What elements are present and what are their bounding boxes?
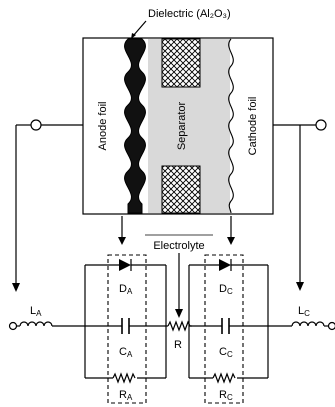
resistor-rc — [212, 372, 236, 384]
left-map-arrow-head — [12, 283, 20, 292]
la-label: LA — [30, 305, 42, 318]
diode-da — [119, 259, 131, 271]
inductor-la — [19, 321, 53, 327]
anode-map-arrow-head — [118, 237, 126, 245]
electrolyte-label: Electrolyte — [153, 240, 204, 252]
separator-label: Separator — [176, 102, 188, 151]
ca-label: CA — [119, 346, 133, 359]
dielectric-oxide-layer — [124, 38, 146, 214]
anode-terminal — [30, 119, 42, 131]
resistor-ra — [112, 372, 136, 384]
diode-dc — [219, 259, 231, 271]
dc-label: DC — [219, 283, 233, 296]
separator-hatch-top — [161, 38, 201, 88]
anode-dashed-group — [107, 254, 147, 404]
ra-label: RA — [119, 389, 133, 402]
r-label: R — [174, 339, 182, 351]
inductor-lc — [291, 321, 325, 327]
cc-label: CC — [219, 346, 233, 359]
anode-foil-label: Anode foil — [97, 102, 109, 151]
cathode-foil-surface — [228, 38, 234, 214]
lc-label: LC — [298, 305, 310, 318]
cathode-dashed-group — [204, 254, 244, 404]
dielectric-arrow-head — [131, 33, 136, 39]
separator-hatch-bottom — [161, 165, 201, 214]
cathode-map-arrow-head — [227, 237, 235, 245]
circuit-left-terminal — [8, 321, 18, 331]
da-label: DA — [119, 283, 133, 296]
resistor-r — [167, 320, 191, 332]
rc-label: RC — [219, 389, 233, 402]
circuit-right-terminal — [327, 321, 335, 331]
right-map-arrow-head — [296, 282, 304, 291]
cathode-foil-label: Cathode foil — [247, 97, 259, 156]
dielectric-arrow-line — [132, 20, 147, 37]
dielectric-label: Dielectric (Al₂O₃) — [148, 8, 231, 20]
electrolyte-arrow-head — [175, 309, 183, 318]
cathode-terminal — [315, 119, 327, 131]
